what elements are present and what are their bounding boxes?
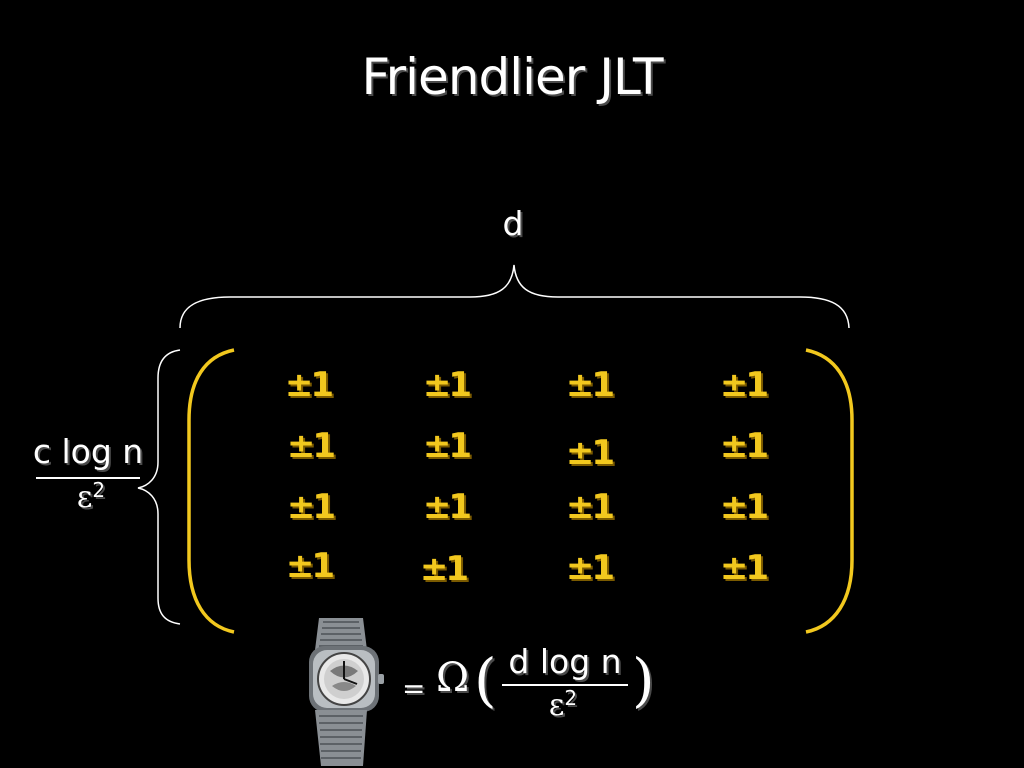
matrix-entry: ±1 (422, 365, 472, 405)
formula-fraction-bar (502, 684, 628, 686)
matrix-entry: ±1 (286, 426, 336, 466)
matrix-entry: ±1 (719, 487, 769, 527)
row-count-numerator: c log n (32, 432, 144, 471)
matrix-right-bracket (805, 348, 854, 634)
column-count-label: d (502, 204, 524, 243)
matrix-entry: ±1 (565, 487, 615, 527)
row-fraction-bar (36, 477, 140, 479)
epsilon-symbol: ε (548, 688, 565, 723)
matrix-entry: ±1 (565, 365, 615, 405)
matrix-entry: ±1 (565, 433, 615, 473)
slide-title: Friendlier JLT (361, 48, 663, 106)
epsilon-symbol: ε (76, 480, 93, 515)
matrix-entry: ±1 (565, 548, 615, 588)
exponent: 2 (92, 478, 106, 502)
omega-symbol: Ω (436, 655, 470, 701)
top-curly-brace (179, 264, 850, 329)
matrix-entry: ±1 (719, 365, 769, 405)
matrix-entry: ±1 (286, 487, 336, 527)
formula-numerator: d log n (508, 642, 622, 681)
matrix-entry: ±1 (422, 426, 472, 466)
wristwatch-icon (309, 618, 384, 766)
matrix-entry: ±1 (719, 548, 769, 588)
exponent: 2 (564, 686, 578, 710)
matrix-entry: ±1 (284, 365, 334, 405)
matrix-entry: ±1 (419, 549, 469, 589)
matrix-left-bracket (187, 348, 235, 634)
matrix-entry: ±1 (422, 487, 472, 527)
formula-denominator: ε2 (538, 686, 588, 723)
left-curly-brace (137, 349, 181, 625)
matrix-entry: ±1 (285, 546, 335, 586)
matrix-entry: ±1 (719, 426, 769, 466)
equals-sign: = (402, 672, 426, 705)
right-paren: ) (632, 646, 655, 714)
left-paren: ( (474, 646, 497, 714)
row-count-denominator: ε2 (66, 478, 116, 515)
